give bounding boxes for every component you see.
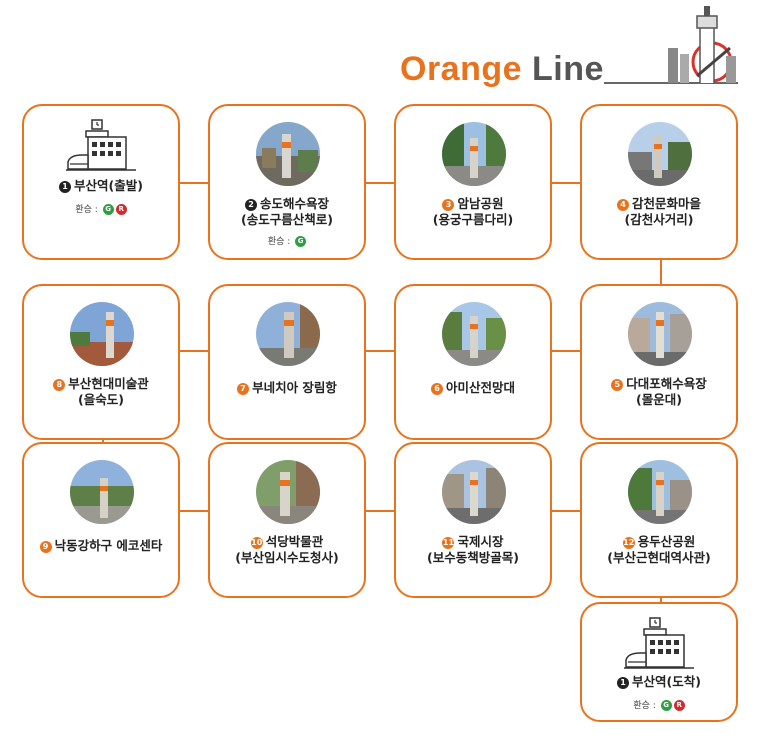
connector-4-5 bbox=[660, 260, 662, 284]
station-photo bbox=[628, 302, 692, 366]
station-photo bbox=[256, 302, 320, 366]
connector-3-4 bbox=[552, 182, 580, 184]
connector-9-10 bbox=[180, 510, 208, 512]
transfer-green-badge: G bbox=[295, 236, 307, 247]
busan-tower-logo-icon bbox=[666, 6, 738, 84]
station-photo bbox=[256, 460, 320, 524]
page-title: Orange Line bbox=[400, 50, 604, 89]
title-orange: Orange bbox=[400, 50, 523, 88]
station-photo bbox=[256, 122, 320, 186]
connector-10-11 bbox=[366, 510, 394, 512]
station-photo bbox=[70, 302, 134, 366]
connector-1-2 bbox=[180, 182, 208, 184]
station-photo bbox=[70, 460, 134, 524]
connector-6-7 bbox=[366, 350, 394, 352]
station-photo bbox=[442, 122, 506, 186]
transfer-green-badge: G bbox=[102, 204, 114, 215]
connector-11-12 bbox=[552, 510, 580, 512]
connector-7-8 bbox=[180, 350, 208, 352]
transfer-info: 환승 : G bbox=[210, 234, 364, 247]
title-line: Line bbox=[532, 50, 604, 88]
transfer-red-badge: R bbox=[115, 204, 127, 215]
station-photo bbox=[628, 122, 692, 186]
station-building-icon bbox=[66, 119, 136, 171]
transfer-green-badge: G bbox=[660, 700, 672, 711]
station-photo bbox=[442, 302, 506, 366]
connector-2-3 bbox=[366, 182, 394, 184]
station-building-icon bbox=[624, 617, 694, 669]
station-photo bbox=[628, 460, 692, 524]
station-photo bbox=[442, 460, 506, 524]
connector-5-6 bbox=[552, 350, 580, 352]
transfer-red-badge: R bbox=[673, 700, 685, 711]
